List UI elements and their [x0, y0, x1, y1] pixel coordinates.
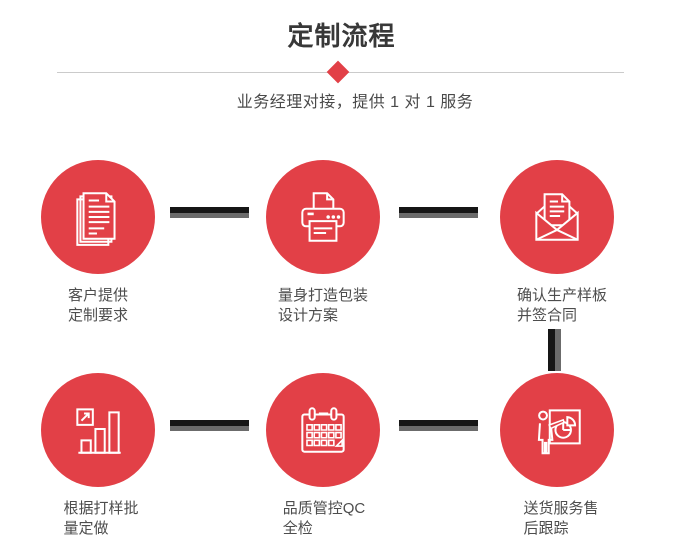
connector-step3-step6	[548, 329, 561, 371]
presentation-icon	[526, 399, 588, 461]
stacked-documents-icon	[67, 186, 129, 248]
step-3-label-line1: 确认生产样板	[516, 287, 608, 304]
step-4-label: 根据打样批 量定做	[63, 499, 138, 539]
step-5-circle	[266, 373, 380, 487]
step-5-label-line1: 品质管控QC	[282, 500, 366, 517]
step-5-label-line2: 全检	[282, 520, 313, 537]
step-1-label-line1: 客户提供	[67, 287, 129, 304]
step-2-label: 量身打造包装 设计方案	[278, 286, 368, 326]
connector-step5-step6	[399, 420, 478, 431]
connector-step2-step3	[399, 207, 478, 218]
step-6-label: 送货服务售 后跟踪	[523, 499, 598, 539]
connector-step4-step5	[170, 420, 249, 431]
connector-step1-step2	[170, 207, 249, 218]
open-envelope-icon	[526, 186, 588, 248]
page-title: 定制流程	[287, 21, 396, 51]
step-2-label-line1: 量身打造包装	[277, 287, 369, 304]
step-4-circle	[41, 373, 155, 487]
step-2-label-line2: 设计方案	[277, 307, 339, 324]
step-4-label-line1: 根据打样批	[63, 500, 139, 517]
step-3-circle	[500, 160, 614, 274]
step-1-label: 客户提供 定制要求	[68, 286, 128, 326]
step-4-label-line2: 量定做	[63, 520, 109, 537]
step-6-circle	[500, 373, 614, 487]
diamond-accent-icon	[326, 60, 350, 84]
step-1-label-line2: 定制要求	[67, 307, 129, 324]
step-3-label: 确认生产样板 并签合同	[517, 286, 607, 326]
step-3-label-line2: 并签合同	[516, 307, 578, 324]
growth-bar-chart-icon	[67, 399, 129, 461]
subtitle: 业务经理对接，提供 1 对 1 服务	[236, 94, 474, 111]
step-6-label-line2: 后跟踪	[523, 520, 569, 537]
step-5-label: 品质管控QC 全检	[283, 499, 366, 539]
step-2-circle	[266, 160, 380, 274]
calendar-icon	[292, 399, 354, 461]
step-1-circle	[41, 160, 155, 274]
printer-icon	[292, 186, 354, 248]
step-6-label-line1: 送货服务售	[523, 500, 599, 517]
